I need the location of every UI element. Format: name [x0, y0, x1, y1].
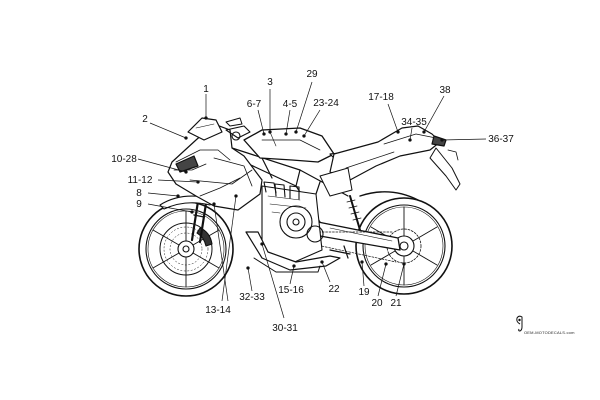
mirror — [225, 117, 243, 127]
callout-label: 21 — [390, 298, 402, 309]
callout-label: 13-14 — [205, 305, 231, 316]
callout-label: 9 — [136, 199, 142, 210]
handlebar — [225, 125, 251, 139]
callout-label: 38 — [439, 85, 451, 96]
callout-label: 30-31 — [272, 323, 298, 334]
belly-pan — [245, 231, 341, 271]
watermark: OEM-MOTODECALS.com — [516, 315, 575, 335]
callout-label: 15-16 — [278, 285, 304, 296]
rear-wheel — [355, 197, 453, 295]
callout-label: 20 — [371, 298, 383, 309]
motorcycle-drawing — [138, 117, 461, 297]
front-fender — [159, 195, 215, 210]
callout-label: 2 — [142, 114, 148, 125]
callout-label: 32-33 — [239, 292, 265, 303]
front-wheel — [138, 201, 234, 297]
engine — [261, 181, 324, 265]
callout-label: 22 — [328, 284, 340, 295]
callout-label: 19 — [358, 287, 370, 298]
watermark-text: OEM-MOTODECALS.com — [524, 330, 575, 335]
callout-label: 1 — [203, 84, 209, 95]
callout-label: 11-12 — [128, 175, 153, 186]
fuel-tank — [243, 127, 335, 163]
callout-label: 6-7 — [247, 99, 262, 110]
callout-label: 4-5 — [283, 99, 298, 110]
side-panel — [319, 167, 353, 197]
windscreen — [187, 117, 223, 141]
seahorse-logo-icon — [516, 315, 523, 332]
leader-lines — [137, 81, 487, 319]
plate-bracket — [429, 147, 461, 191]
callout-label: 10-28 — [111, 154, 137, 165]
callout-label: 17-18 — [368, 92, 394, 103]
chain-guard — [359, 191, 419, 201]
callout-label: 36-37 — [488, 134, 514, 145]
footpeg — [329, 245, 351, 259]
callout-label: 34-35 — [401, 117, 427, 128]
chain — [311, 231, 397, 263]
callout-labels: 1 2 3 6-7 4-5 29 23-24 17-18 38 34-35 36… — [111, 69, 514, 334]
tail-section — [329, 125, 447, 181]
callout-label: 29 — [306, 69, 318, 80]
callout-label: 8 — [136, 188, 142, 199]
callout-label: 3 — [267, 77, 273, 88]
callout-label: 23-24 — [313, 98, 339, 109]
